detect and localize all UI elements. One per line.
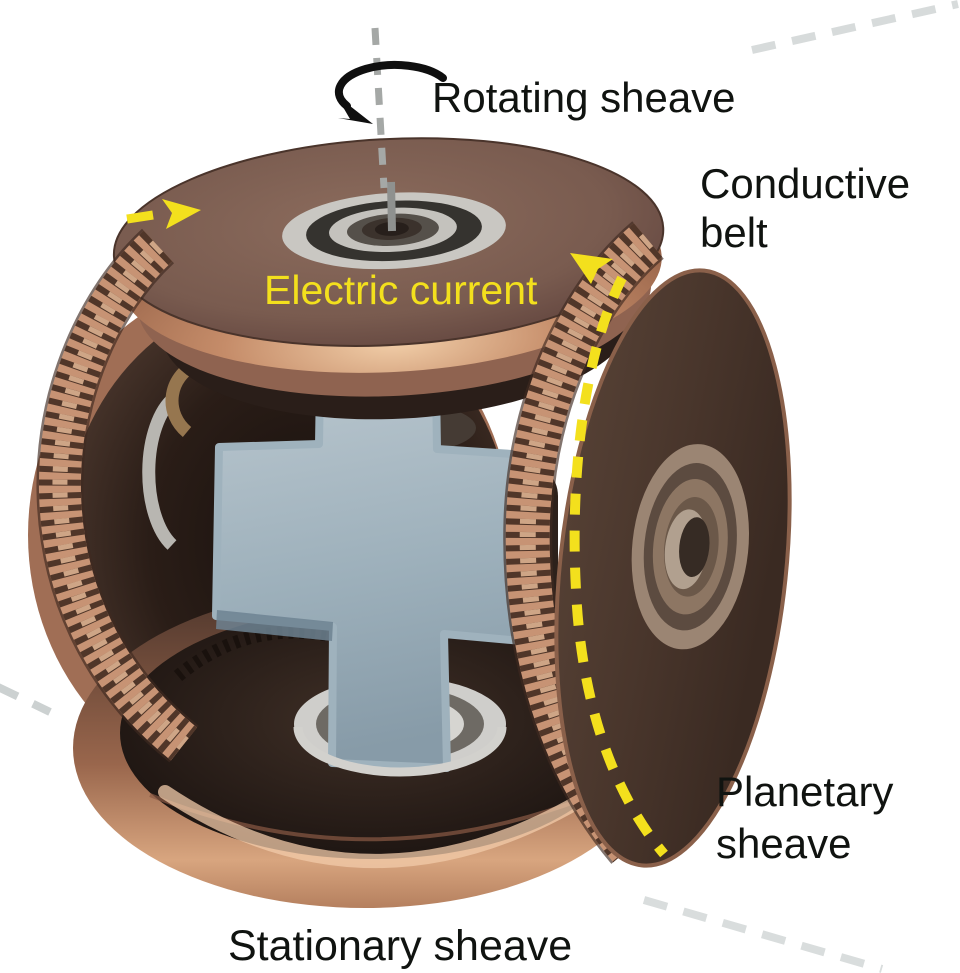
current-dashed-arc <box>569 275 668 858</box>
guide-dash-top-right <box>751 0 959 54</box>
current-arrowhead-left <box>162 199 201 229</box>
bottom-bearing-front-lip <box>293 726 507 777</box>
stationary-sheave-highlight <box>158 785 595 868</box>
cross-lower-edge-shade <box>216 610 333 641</box>
guide-dash-left <box>0 683 52 716</box>
current-dash-left <box>126 210 154 224</box>
planetary-sheave <box>554 268 792 868</box>
rotation-arrow-arc <box>334 61 447 110</box>
label-electric-current: Electric current <box>264 267 538 313</box>
planetary-hub <box>631 444 750 650</box>
rotating-sheave <box>112 137 665 420</box>
belt-teeth-edge <box>173 625 381 682</box>
planetary-hub-bore <box>679 517 710 577</box>
coil-sheen <box>52 240 189 750</box>
shaft-rod <box>387 181 396 232</box>
rotation-arrow-icon <box>334 61 447 124</box>
label-belt: belt <box>700 209 768 256</box>
rotation-arrowhead <box>336 95 373 124</box>
guide-dash-bottom-right <box>642 896 884 973</box>
label-conductive: Conductive <box>700 160 910 207</box>
label-rotating-sheave: Rotating sheave <box>432 74 736 121</box>
stationary-sheave <box>73 588 657 908</box>
left-bearing-ring <box>142 392 179 550</box>
current-arrowhead-right <box>570 253 613 284</box>
label-stationary-sheave: Stationary sheave <box>228 922 572 970</box>
label-planetary-sheave: sheave <box>716 820 851 867</box>
label-planetary: Planetary <box>716 768 893 815</box>
rotation-axis-dashed <box>371 27 388 189</box>
electric-current-path <box>126 199 668 858</box>
conductive-belt-left-coil <box>36 228 199 763</box>
labels: Rotating sheave Conductive belt Electric… <box>228 74 910 970</box>
